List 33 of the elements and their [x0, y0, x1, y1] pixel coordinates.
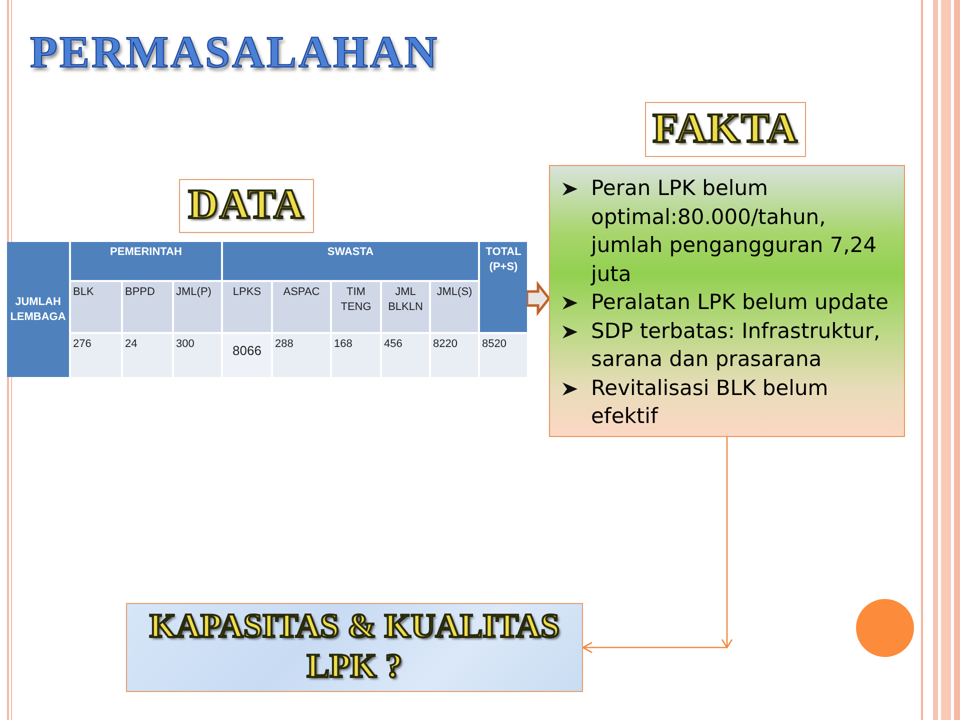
bullet-text: SDP terbatas: Infrastruktur, sarana dan prasarana [591, 318, 882, 373]
section-heading: DATA [179, 179, 314, 233]
bullet-text: Peralatan LPK belum update [591, 289, 888, 316]
table-cell: 8220 [429, 334, 478, 377]
table-cell: LPKS [221, 282, 271, 332]
table-cell: JML(S) [429, 282, 478, 332]
elbow-arrow [583, 437, 732, 654]
table-cell: 300 [172, 334, 221, 377]
table-cell: JML BLKLN [380, 282, 429, 332]
bullet-text: Peran LPK belum optimal:80.000/tahun, jumlah pengangguran 7,24 juta [591, 175, 878, 288]
facts-panel [549, 165, 905, 437]
table-cell: TIM TENG [330, 282, 380, 332]
question-box: KAPASITAS & KUALITAS LPK ? [126, 603, 583, 692]
bullet-text: Revitalisasi BLK belum efektif [591, 374, 830, 430]
table-cell: BPPD [121, 282, 172, 332]
table-cell: JML(P) [172, 282, 221, 332]
table-header-cell: JUMLAH LEMBAGA [7, 242, 69, 377]
section-heading: FAKTA [645, 102, 806, 157]
table-header-cell: SWASTA [221, 242, 478, 280]
data-table [7, 242, 527, 375]
table-header-cell: TOTAL (P+S) [478, 242, 527, 332]
table-cell: 168 [330, 334, 380, 377]
table-header-cell: PEMERINTAH [69, 242, 221, 280]
table-cell: 456 [380, 334, 429, 377]
table-cell: 288 [271, 334, 330, 377]
table-cell: ASPAC [271, 282, 330, 332]
block-arrow [526, 280, 551, 316]
table-cell: 8520 [478, 334, 527, 377]
table-cell: 276 [69, 334, 121, 377]
slide-title: PERMASALAHAN [30, 26, 440, 78]
table-cell: 8066 [221, 334, 271, 377]
table-cell: BLK [69, 282, 121, 332]
table-cell: 24 [121, 334, 172, 377]
